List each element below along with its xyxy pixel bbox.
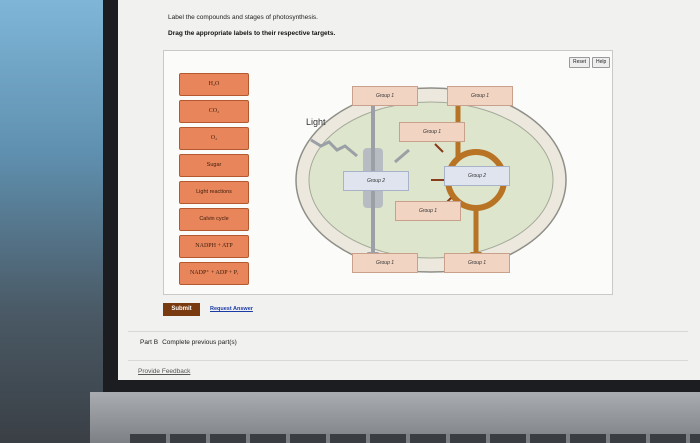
- background-left: [0, 0, 120, 443]
- label-light-reactions[interactable]: Light reactions: [179, 181, 249, 204]
- drag-drop-panel: Reset Help H₂O CO₂ O₂ Sugar Light reacti…: [163, 50, 613, 295]
- submit-button[interactable]: Submit: [163, 303, 200, 316]
- label-nadp-adp-pi[interactable]: NADP⁺ + ADP + Pᵢ: [179, 262, 249, 285]
- label-h2o[interactable]: H₂O: [179, 73, 249, 96]
- reset-button[interactable]: Reset: [569, 57, 591, 68]
- help-button[interactable]: Help: [592, 57, 611, 68]
- divider: [128, 331, 688, 332]
- provide-feedback-link[interactable]: Provide Feedback: [138, 368, 191, 375]
- target-box-8[interactable]: Group 1: [444, 253, 510, 273]
- light-ray: [310, 138, 358, 158]
- divider: [128, 360, 688, 361]
- label-sugar[interactable]: Sugar: [179, 154, 249, 177]
- photosynthesis-diagram: Light Group 1 Group 1 Group 1 Group 2 Gr…: [291, 80, 571, 280]
- drag-instruction: Drag the appropriate labels to their res…: [168, 30, 336, 37]
- target-box-6[interactable]: Group 1: [395, 201, 461, 221]
- request-answer-link[interactable]: Request Answer: [210, 306, 253, 312]
- target-box-7[interactable]: Group 1: [352, 253, 418, 273]
- target-box-2[interactable]: Group 1: [447, 86, 513, 106]
- label-o2[interactable]: O₂: [179, 127, 249, 150]
- label-calvin-cycle[interactable]: Calvin cycle: [179, 208, 249, 231]
- target-box-5[interactable]: Group 2: [444, 166, 510, 186]
- part-b-label: Part B: [140, 339, 159, 346]
- part-b-text: Complete previous part(s): [162, 339, 237, 346]
- label-co2[interactable]: CO₂: [179, 100, 249, 123]
- light-label: Light: [306, 117, 326, 127]
- label-nadph-atp[interactable]: NADPH + ATP: [179, 235, 249, 258]
- target-box-3[interactable]: Group 1: [399, 122, 465, 142]
- screen: Label the compounds and stages of photos…: [118, 0, 700, 380]
- chloroplast-illustration: Light: [295, 87, 567, 273]
- keyboard: [130, 434, 700, 443]
- target-box-4[interactable]: Group 2: [343, 171, 409, 191]
- target-box-1[interactable]: Group 1: [352, 86, 418, 106]
- instruction-text: Label the compounds and stages of photos…: [168, 14, 318, 21]
